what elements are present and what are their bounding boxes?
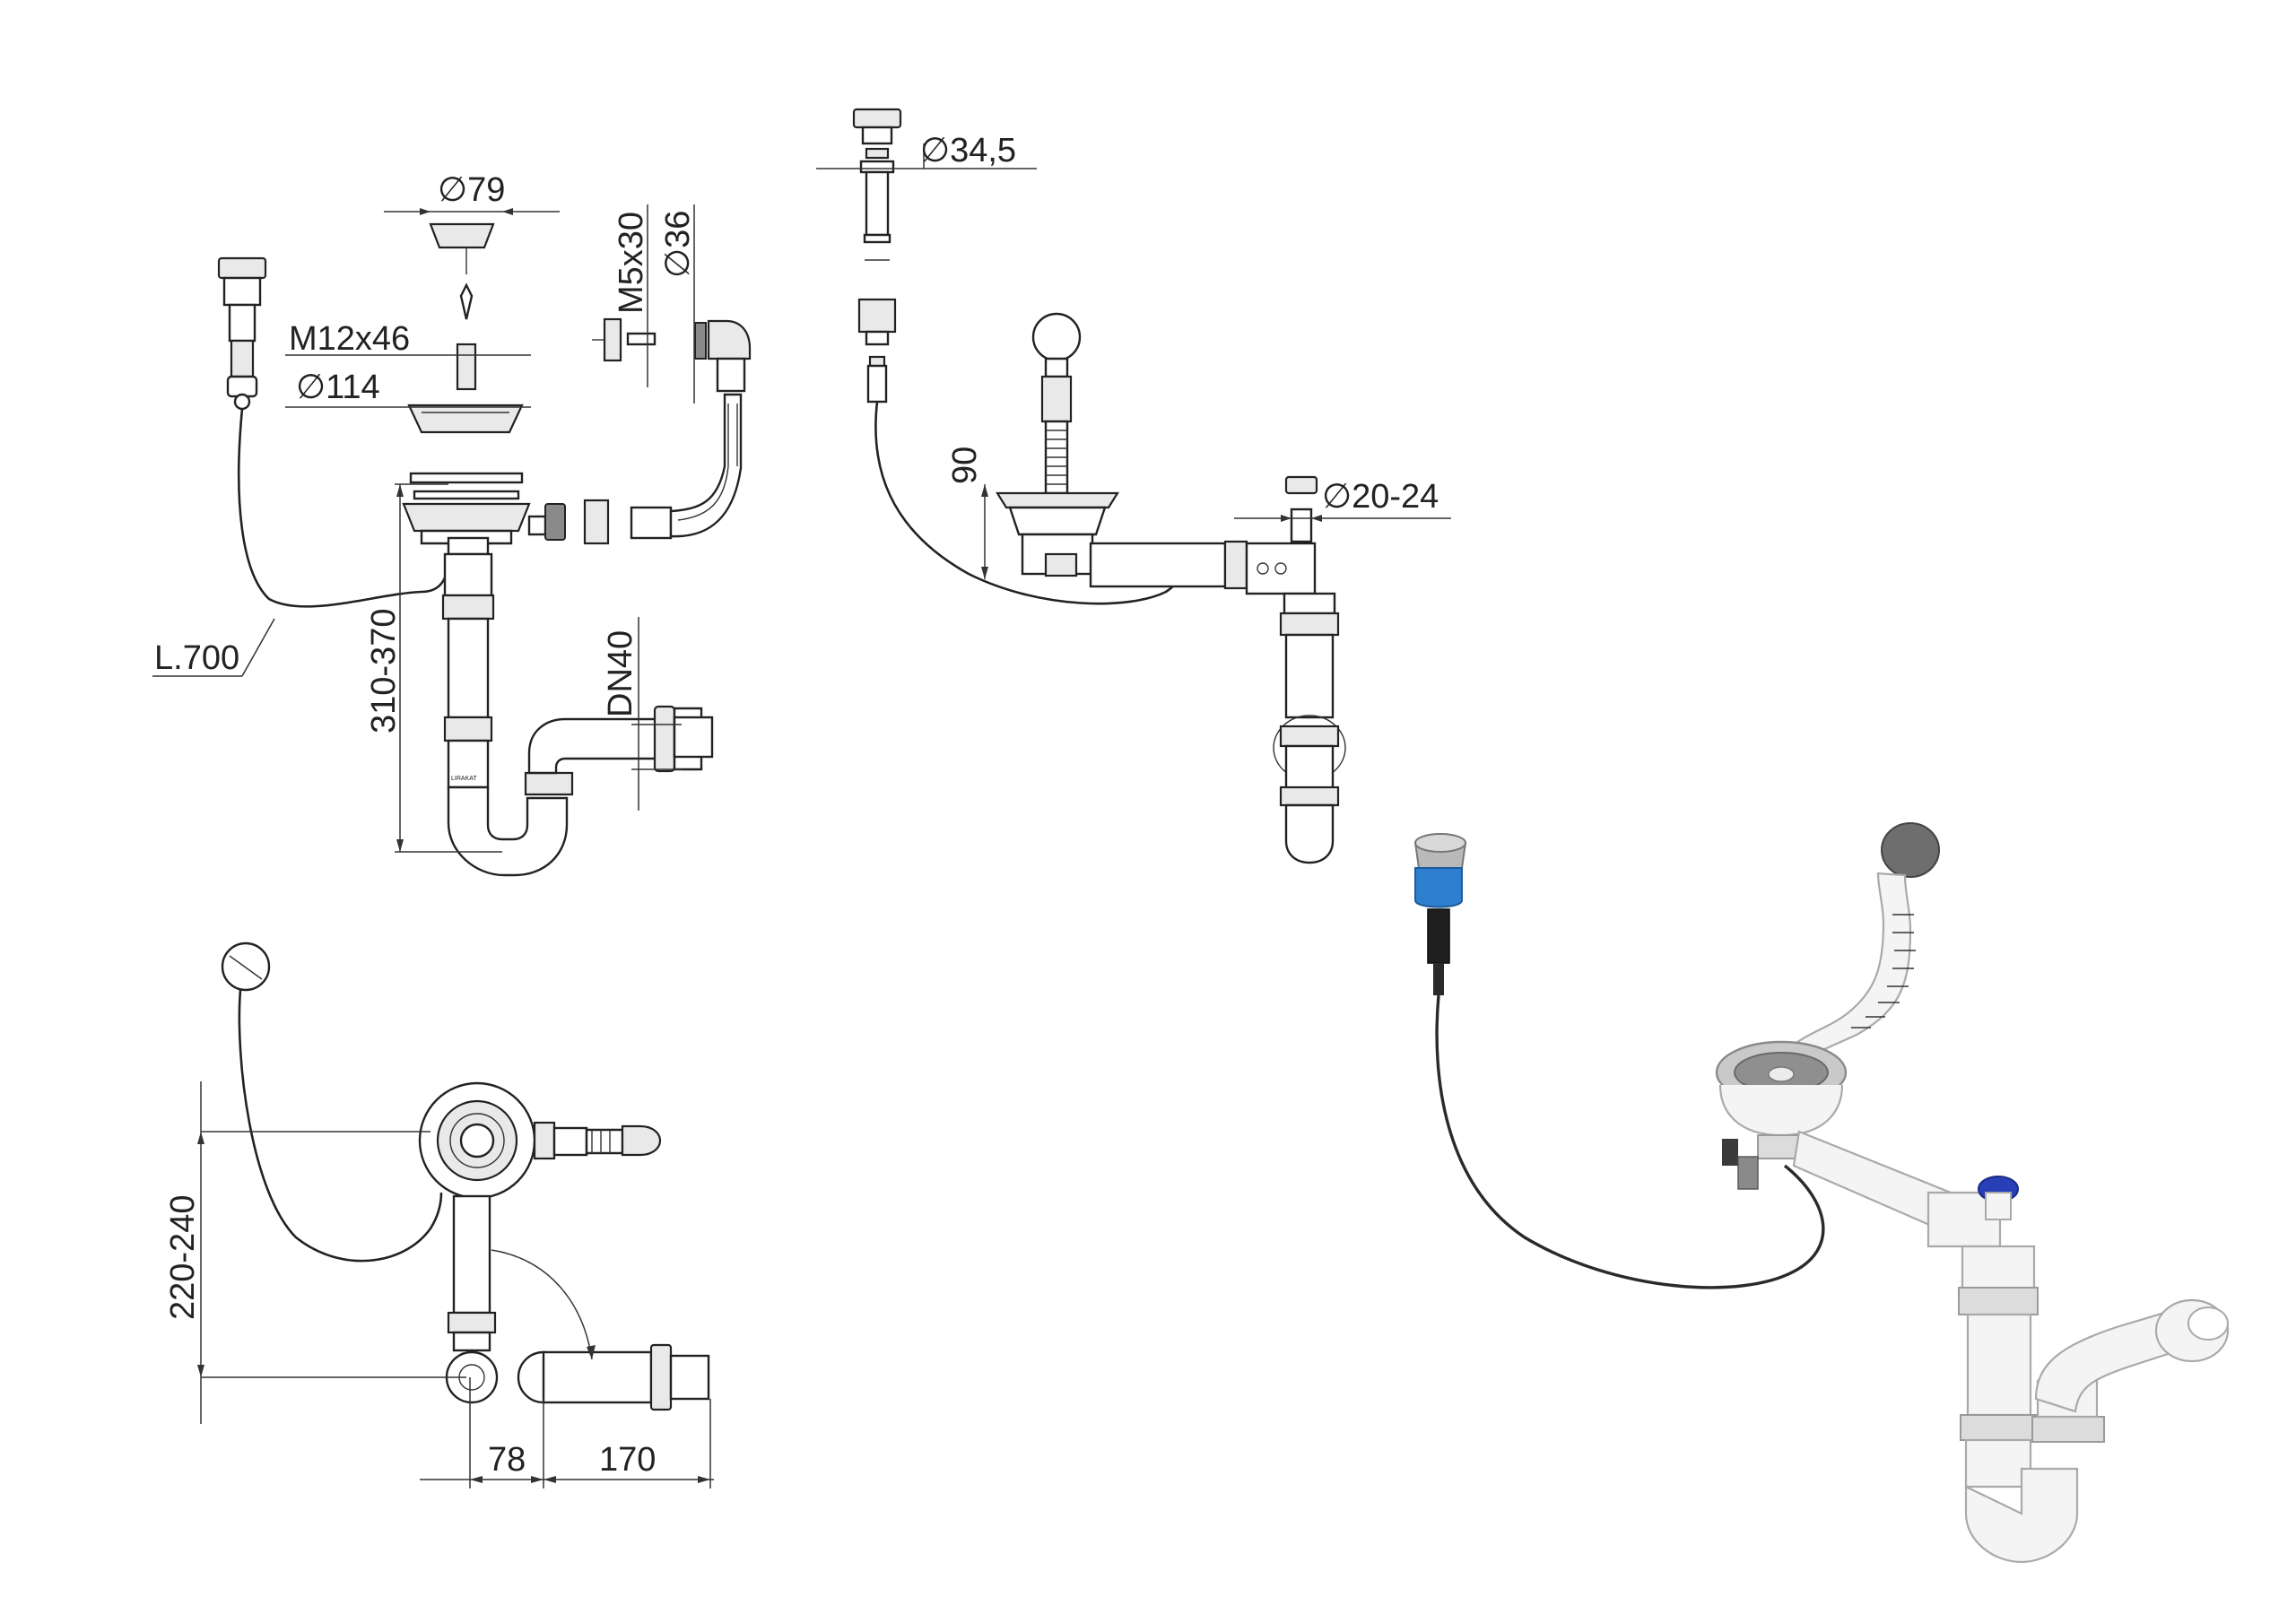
dim-l700: L.700	[152, 618, 275, 677]
label-d2024: ∅20-24	[1322, 478, 1439, 516]
overflow-hose-render	[1787, 822, 1940, 1063]
dim-d2024: ∅20-24	[1234, 478, 1451, 522]
overflow-head	[592, 317, 752, 393]
bottle-siphon-front: LIRAKAT	[441, 536, 714, 877]
label-78: 78	[488, 1441, 526, 1479]
dim-m5x30: M5x30	[613, 204, 650, 387]
dim-310-370: 310-370	[365, 483, 502, 853]
label-dn40: DN40	[602, 630, 639, 717]
top-view: 220-240 78 170	[164, 942, 714, 1488]
dim-m12x46: M12x46	[285, 320, 531, 358]
label-90: 90	[946, 447, 984, 484]
side-exploded-view: ∅34,5	[816, 108, 1451, 864]
dim-78: 78	[420, 1377, 714, 1488]
overflow-top	[533, 1121, 662, 1160]
popup-knob-exploded	[852, 108, 902, 404]
label-d114: ∅114	[296, 369, 380, 406]
strainer-stack	[402, 222, 531, 545]
cable-render	[1435, 994, 1825, 1289]
label-220-240: 220-240	[164, 1195, 202, 1320]
dim-90: 90	[946, 447, 988, 579]
isometric-render	[1413, 822, 2230, 1564]
strainer-side	[996, 491, 1317, 595]
label-170: 170	[599, 1441, 656, 1479]
label-d345: ∅34,5	[920, 132, 1016, 169]
siphon-render	[1958, 1245, 2230, 1564]
popup-button-top	[221, 942, 271, 992]
bottle-siphon-side	[1273, 475, 1346, 864]
label-d79: ∅79	[438, 171, 505, 209]
label-m5x30: M5x30	[613, 212, 650, 314]
siphon-top	[445, 1194, 710, 1411]
bowden-cable-top	[238, 989, 443, 1263]
dim-d36: ∅36	[659, 204, 697, 404]
bowden-cable-front	[237, 408, 450, 608]
front-exploded-view: LIRAKAT ∅79 M12x46 ∅114 M5x30 ∅36	[152, 171, 752, 877]
strainer-top	[418, 1081, 536, 1200]
label-310-370: 310-370	[365, 609, 403, 733]
dim-170: 170	[544, 1399, 711, 1488]
svg-text:LIRAKAT: LIRAKAT	[451, 776, 477, 782]
popup-control-render	[1413, 833, 1467, 995]
dim-d114: ∅114	[285, 369, 531, 408]
label-m12x46: M12x46	[289, 320, 410, 358]
cable-clip-render	[1722, 1139, 1759, 1190]
blue-valve-render	[1978, 1176, 2019, 1220]
dim-dn40: DN40	[602, 617, 682, 811]
strainer-render	[1715, 1040, 1848, 1159]
rotation-arc	[491, 1249, 593, 1360]
label-l700: L.700	[154, 639, 239, 677]
dim-d79: ∅79	[384, 171, 560, 215]
dim-d345: ∅34,5	[816, 132, 1037, 169]
label-d36: ∅36	[659, 211, 697, 278]
dim-220-240: 220-240	[164, 1081, 466, 1424]
overflow-riser-side	[1031, 312, 1082, 495]
overflow-connector	[527, 393, 743, 545]
popup-control-knob	[217, 256, 267, 411]
